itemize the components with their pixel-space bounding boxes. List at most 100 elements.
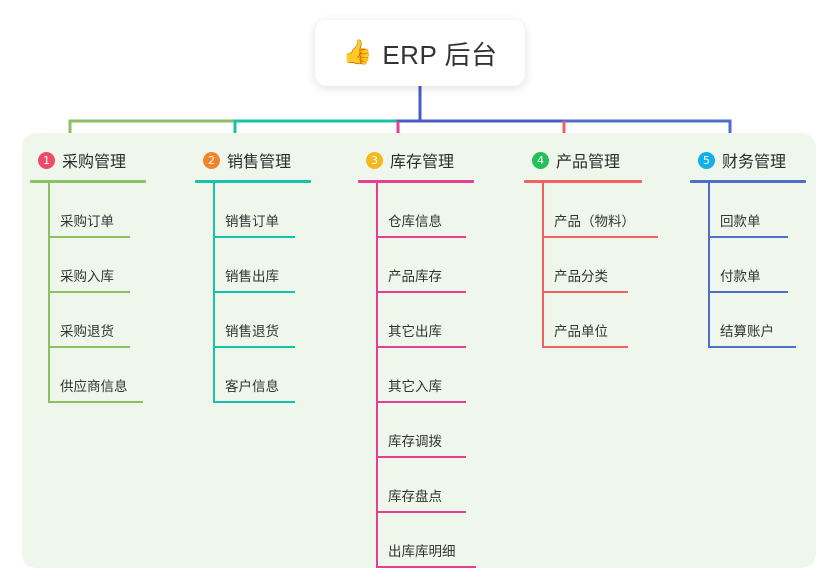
branch-title-4: 产品管理: [556, 154, 621, 171]
branch-header-1[interactable]: 1 采购管理: [30, 145, 180, 175]
branch-header-4[interactable]: 4 产品管理: [524, 145, 674, 175]
branch-item-label: 销售订单: [225, 214, 279, 229]
branch-item[interactable]: 仓库信息: [358, 183, 508, 238]
branch-item[interactable]: 客户信息: [195, 348, 345, 403]
branch-item[interactable]: 产品分类: [524, 238, 674, 293]
branch-item-label: 采购入库: [60, 269, 114, 284]
branch-item[interactable]: 库存调拨: [358, 403, 508, 458]
branch-title-1: 采购管理: [62, 154, 127, 171]
branch-item[interactable]: 供应商信息: [30, 348, 180, 403]
branch-item-rule: [708, 236, 788, 238]
branch-item-rule: [376, 236, 466, 238]
branch-item-label: 出库库明细: [388, 544, 456, 559]
branch-spine-5: [708, 183, 710, 348]
branch-rule-2: [195, 180, 311, 183]
branch-item-label: 采购退货: [60, 324, 114, 339]
branch-column-5[interactable]: 5 财务管理回款单付款单结算账户: [690, 145, 820, 348]
branch-rule-4: [524, 180, 642, 183]
branch-item-rule: [213, 291, 295, 293]
branch-item-rule: [542, 291, 628, 293]
branch-item-rule: [213, 401, 295, 403]
branch-item-label: 销售退货: [225, 324, 279, 339]
branch-item-label: 采购订单: [60, 214, 114, 229]
branch-header-2[interactable]: 2 销售管理: [195, 145, 345, 175]
branch-item-label: 销售出库: [225, 269, 279, 284]
branch-item-label: 结算账户: [720, 324, 774, 339]
branch-item-label: 回款单: [720, 214, 761, 229]
branch-items-4: 产品（物料） 产品分类产品单位: [524, 183, 674, 348]
branch-item-rule: [376, 401, 466, 403]
branch-item-rule: [542, 346, 628, 348]
branch-badge-3: 3: [366, 151, 383, 169]
branch-item-label: 其它入库: [388, 379, 442, 394]
branch-badge-1: 1: [38, 151, 55, 169]
branch-item-rule: [48, 236, 130, 238]
branch-item-rule: [376, 456, 466, 458]
branch-title-2: 销售管理: [227, 154, 292, 171]
branch-column-3[interactable]: 3 库存管理仓库信息产品库存其它出库其它入库库存调拨库存盘点出库库明细: [358, 145, 508, 568]
branch-spine-4: [542, 183, 544, 348]
branch-item[interactable]: 产品单位: [524, 293, 674, 348]
root-node[interactable]: 👍 ERP 后台: [315, 20, 525, 86]
branch-item-rule: [376, 291, 466, 293]
branch-badge-5: 5: [698, 151, 715, 169]
branch-item[interactable]: 回款单: [690, 183, 820, 238]
branch-item[interactable]: 其它入库: [358, 348, 508, 403]
branch-items-3: 仓库信息产品库存其它出库其它入库库存调拨库存盘点出库库明细: [358, 183, 508, 568]
branch-item[interactable]: 出库库明细: [358, 513, 508, 568]
branch-item-label: 产品分类: [554, 269, 608, 284]
branch-spine-2: [213, 183, 215, 403]
branch-badge-2: 2: [203, 151, 220, 169]
branch-header-3[interactable]: 3 库存管理: [358, 145, 508, 175]
branch-item-label: 库存调拨: [388, 434, 442, 449]
branch-item[interactable]: 付款单: [690, 238, 820, 293]
branch-item-rule: [213, 236, 295, 238]
branch-item[interactable]: 库存盘点: [358, 458, 508, 513]
branch-item[interactable]: 销售出库: [195, 238, 345, 293]
branch-title-3: 库存管理: [390, 154, 455, 171]
branch-column-4[interactable]: 4 产品管理产品（物料） 产品分类产品单位: [524, 145, 674, 348]
branch-item[interactable]: 采购订单: [30, 183, 180, 238]
branch-item-label: 付款单: [720, 269, 761, 284]
branch-item[interactable]: 其它出库: [358, 293, 508, 348]
branch-item-label: 产品库存: [388, 269, 442, 284]
branch-title-5: 财务管理: [722, 154, 787, 171]
branch-items-2: 销售订单销售出库销售退货客户信息: [195, 183, 345, 403]
branch-header-5[interactable]: 5 财务管理: [690, 145, 820, 175]
branch-item-rule: [376, 566, 476, 568]
branch-spine-3: [376, 183, 378, 568]
branch-items-5: 回款单付款单结算账户: [690, 183, 820, 348]
branch-item-label: 仓库信息: [388, 214, 442, 229]
branch-column-2[interactable]: 2 销售管理销售订单销售出库销售退货客户信息: [195, 145, 345, 403]
branch-item-label: 供应商信息: [60, 379, 128, 394]
branch-column-1[interactable]: 1 采购管理采购订单采购入库采购退货供应商信息: [30, 145, 180, 403]
branch-item[interactable]: 销售订单: [195, 183, 345, 238]
branch-rule-5: [690, 180, 806, 183]
branch-badge-4: 4: [532, 151, 549, 169]
branch-item-rule: [542, 236, 658, 238]
branch-item-rule: [48, 346, 130, 348]
branch-item-rule: [376, 346, 466, 348]
root-title: ERP 后台: [382, 39, 498, 70]
branch-item-rule: [376, 511, 466, 513]
branch-rule-1: [30, 180, 146, 183]
branch-spine-1: [48, 183, 50, 403]
branch-item[interactable]: 结算账户: [690, 293, 820, 348]
thumbs-up-icon: 👍: [342, 39, 373, 66]
branch-item[interactable]: 产品库存: [358, 238, 508, 293]
branch-item-label: 客户信息: [225, 379, 279, 394]
branch-item-label: 产品单位: [554, 324, 608, 339]
branch-item[interactable]: 采购入库: [30, 238, 180, 293]
branch-item-rule: [213, 346, 295, 348]
branch-item-rule: [48, 291, 130, 293]
branch-item-rule: [48, 401, 143, 403]
branch-item-rule: [708, 291, 788, 293]
branch-item-label: 库存盘点: [388, 489, 442, 504]
branch-item[interactable]: 销售退货: [195, 293, 345, 348]
branch-items-1: 采购订单采购入库采购退货供应商信息: [30, 183, 180, 403]
branch-item-rule: [708, 346, 796, 348]
branch-item-label: 产品（物料）: [554, 214, 635, 229]
branch-item[interactable]: 采购退货: [30, 293, 180, 348]
branch-item[interactable]: 产品（物料）: [524, 183, 674, 238]
